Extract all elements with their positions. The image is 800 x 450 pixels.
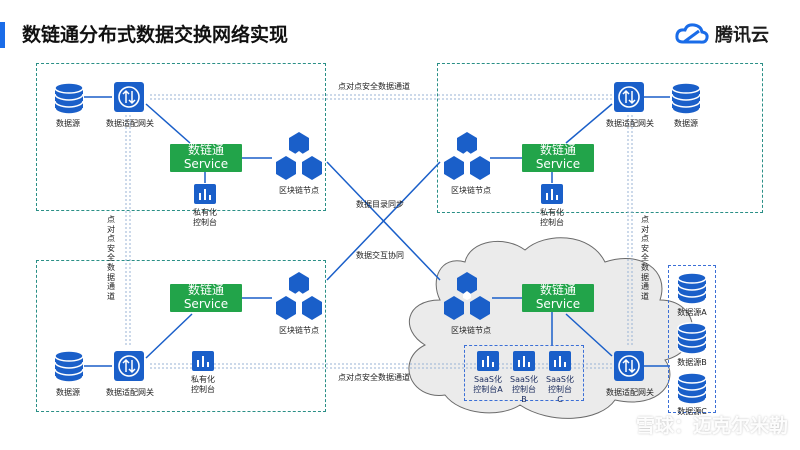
gateway-icon (614, 351, 644, 381)
blockchain-node-label: 区块链节点 (451, 186, 491, 195)
service-name: 数链通 (539, 143, 576, 158)
cloud-logo-icon (675, 23, 709, 44)
saas-c-line2: 控制台 (548, 385, 572, 394)
private-console-line2: 控制台 (193, 218, 217, 228)
console-icon (194, 184, 216, 204)
p2p-channel-label-top: 点对点安全数据通道 (338, 82, 410, 91)
datasource-c-label: 数据源C (677, 407, 707, 416)
service-name: 数链通 (187, 283, 224, 298)
gateway-icon (114, 82, 144, 112)
page-title: 数链通分布式数据交换网络实现 (22, 24, 289, 46)
database-icon (671, 82, 701, 115)
region-top-right (437, 63, 763, 213)
service-node: 数链通 Service (522, 143, 594, 172)
service-name: 数链通 (539, 283, 576, 298)
database-icon (54, 82, 84, 115)
private-console-label: 私有化 控制台 (527, 208, 577, 229)
gateway-icon (614, 82, 644, 112)
brand-logo: 腾讯云 (675, 18, 785, 50)
p2p-channel-label-bottom: 点对点安全数据通道 (338, 373, 410, 382)
gateway-label: 数据适配网关 (106, 388, 154, 397)
service-name: 数链通 (187, 143, 224, 158)
blockchain-node-icon (444, 272, 490, 320)
interaction-label: 数据交互协同 (356, 251, 404, 260)
blockchain-node-icon (276, 132, 322, 180)
saas-console-b-label: SaaS化 控制台 B (506, 375, 542, 405)
service-sub: Service (183, 157, 229, 171)
datasource-a-label: 数据源A (677, 308, 707, 317)
saas-c-line1: SaaS化 (546, 375, 574, 384)
datasource-group (668, 265, 716, 413)
datasource-label: 数据源 (56, 388, 80, 397)
p2p-channel-label-right: 点对点安全数据通道 (641, 215, 649, 301)
p2p-channel-label-left: 点对点安全数据通道 (107, 215, 115, 301)
watermark: 雪球：迈克尔米勒 (635, 415, 788, 437)
private-console-label: 私有化 控制台 (180, 208, 230, 229)
region-top-left (36, 63, 326, 211)
private-console-label: 私有化 控制台 (178, 375, 228, 396)
database-icon (677, 372, 707, 405)
private-console-line2: 控制台 (191, 385, 215, 395)
saas-a-line1: SaaS化 (474, 375, 502, 384)
service-sub: Service (535, 297, 581, 311)
private-console-line1: 私有化 (540, 208, 564, 217)
service-sub: Service (535, 157, 581, 171)
saas-console-a-label: SaaS化 控制台A (470, 375, 506, 395)
console-icon (549, 351, 571, 371)
private-console-line2: 控制台 (540, 218, 564, 228)
region-bottom-left (36, 260, 326, 412)
console-icon (513, 351, 535, 371)
datasource-label: 数据源 (56, 119, 80, 128)
database-icon (54, 350, 84, 383)
saas-b-line2: 控制台 (512, 385, 536, 394)
service-node: 数链通 Service (170, 143, 242, 172)
gateway-label: 数据适配网关 (606, 388, 654, 397)
console-icon (477, 351, 499, 371)
private-console-line1: 私有化 (193, 208, 217, 217)
saas-b-line3: B (521, 395, 527, 404)
saas-a-line2: 控制台A (473, 385, 503, 394)
gateway-label: 数据适配网关 (106, 119, 154, 128)
saas-b-line1: SaaS化 (510, 375, 538, 384)
datasource-label: 数据源 (674, 119, 698, 128)
private-console-line1: 私有化 (191, 375, 215, 384)
blockchain-node-icon (276, 272, 322, 320)
saas-c-line3: C (557, 395, 563, 404)
gateway-label: 数据适配网关 (606, 119, 654, 128)
datasource-b-label: 数据源B (677, 358, 707, 367)
title-accent-bar (0, 22, 5, 48)
service-node: 数链通 Service (522, 283, 594, 312)
database-icon (677, 322, 707, 355)
saas-console-c-label: SaaS化 控制台 C (542, 375, 578, 405)
blockchain-node-icon (444, 132, 490, 180)
blockchain-node-label: 区块链节点 (279, 326, 319, 335)
blockchain-node-label: 区块链节点 (279, 186, 319, 195)
service-sub: Service (183, 297, 229, 311)
blockchain-node-label: 区块链节点 (451, 326, 491, 335)
saas-console-group (464, 345, 584, 401)
gateway-icon (114, 351, 144, 381)
service-node: 数链通 Service (170, 283, 242, 312)
console-icon (192, 351, 214, 371)
database-icon (677, 272, 707, 305)
brand-name: 腾讯云 (715, 25, 769, 46)
console-icon (541, 184, 563, 204)
catalog-sync-label: 数据目录同步 (356, 200, 404, 209)
